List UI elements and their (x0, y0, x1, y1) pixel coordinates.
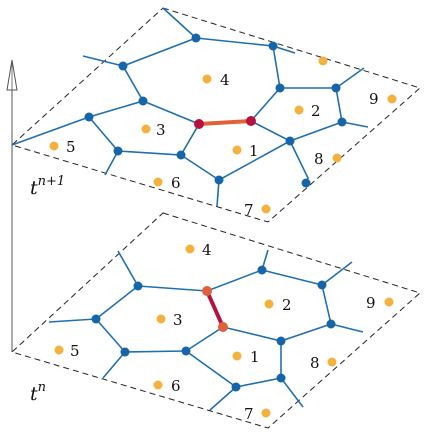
cell-label-5: 5 (66, 138, 76, 156)
layer-bottom-vertices (91, 265, 336, 392)
cell-label-9: 9 (369, 90, 379, 108)
layer-bottom: 4 3 2 1 9 5 8 6 7 tn (11, 212, 421, 429)
layer-top: 4 3 2 1 9 5 8 6 7 tn+1 (11, 7, 421, 223)
cell-label-3: 3 (173, 311, 183, 329)
layer-top-frame (11, 7, 421, 223)
cell-label-1: 1 (250, 348, 260, 366)
cell-label-5: 5 (70, 342, 80, 360)
cell-label-7: 7 (244, 405, 254, 423)
time-label-bottom: tn (30, 380, 46, 405)
layer-top-cell-centers (49, 56, 397, 214)
time-axis-arrow (6, 59, 18, 352)
layer-bottom-flipped-edge (205, 290, 225, 328)
cell-label-9: 9 (366, 294, 376, 312)
cell-label-4: 4 (220, 71, 230, 89)
cell-label-4: 4 (202, 241, 212, 259)
layer-top-cell-labels: 4 3 2 1 9 5 8 6 7 (66, 71, 379, 219)
layer-bottom-cell-labels: 4 3 2 1 9 5 8 6 7 (70, 241, 376, 423)
cell-label-8: 8 (310, 354, 320, 372)
cell-label-1: 1 (249, 142, 259, 160)
cell-label-8: 8 (314, 150, 324, 168)
cell-label-6: 6 (171, 174, 181, 192)
layer-bottom-flipped-vertices (202, 286, 228, 332)
time-label-top: tn+1 (30, 174, 65, 199)
cell-label-6: 6 (171, 377, 181, 395)
layer-top-flipped-vertices (194, 116, 256, 129)
cell-label-2: 2 (282, 296, 292, 314)
cell-label-7: 7 (244, 201, 254, 219)
cell-label-2: 2 (311, 102, 321, 120)
layer-top-vertices (84, 33, 347, 188)
layer-bottom-frame (11, 212, 421, 429)
cell-label-3: 3 (156, 121, 166, 139)
layer-top-flipped-edge (198, 119, 252, 126)
layer-bottom-cell-centers (54, 244, 394, 418)
